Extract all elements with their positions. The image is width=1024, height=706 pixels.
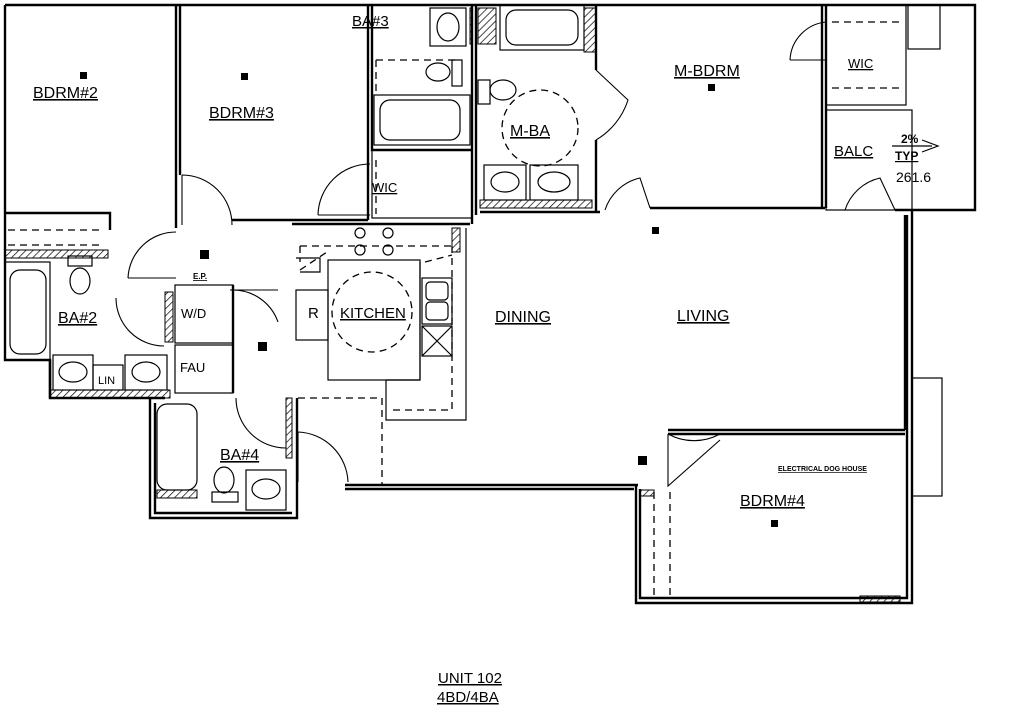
room-label-balc: BALC	[834, 143, 873, 160]
unit-name: UNIT 102	[438, 670, 502, 687]
room-label-fau: FAU	[180, 360, 205, 375]
room-label-ba4: BA#4	[220, 447, 259, 464]
room-label-dining: DINING	[495, 309, 551, 326]
room-label-lin: LIN	[98, 375, 115, 387]
room-label-kitchen: KITCHEN	[340, 305, 406, 322]
door-swings	[115, 21, 896, 598]
room-label-ba3: BA#3	[352, 13, 389, 30]
balcony-elevation: 261.6	[896, 169, 931, 185]
interior-walls	[4, 4, 941, 485]
electrical-dog-house-label: ELECTRICAL DOG HOUSE	[778, 466, 867, 473]
room-label-wd: W/D	[181, 306, 206, 321]
room-label-wic-master: WIC	[848, 56, 873, 71]
fixtures	[4, 4, 585, 511]
balcony-typ: TYP	[895, 149, 918, 163]
room-label-living: LIVING	[677, 308, 729, 325]
room-label-ba2: BA#2	[58, 310, 97, 327]
room-label-bdrm3: BDRM#3	[209, 105, 274, 122]
unit-title: UNIT 102 4BD/4BA	[437, 670, 502, 706]
slope-arrow-icon	[892, 139, 940, 153]
room-label-wic-bdrm3: WIC	[372, 180, 397, 195]
balcony-slope: 2%	[901, 132, 919, 146]
room-label-mba: M-BA	[510, 123, 550, 140]
room-labels: BDRM#2 BDRM#3 BA#3 M-BDRM M-BA WIC WIC B…	[33, 13, 931, 510]
outlet-markers	[80, 72, 778, 527]
fridge-label: R	[308, 305, 319, 322]
room-label-ep: E.P.	[193, 272, 207, 281]
room-label-bdrm4: BDRM#4	[740, 493, 805, 510]
room-label-mbdrm: M-BDRM	[674, 63, 740, 80]
room-label-bdrm2: BDRM#2	[33, 85, 98, 102]
unit-type: 4BD/4BA	[437, 689, 499, 706]
